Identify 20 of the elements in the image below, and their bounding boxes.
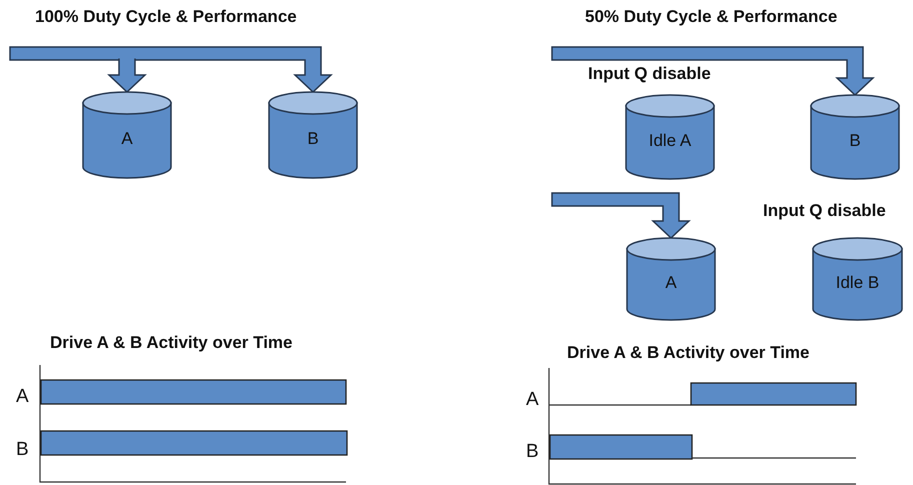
drive-label: A [664, 273, 678, 293]
status-note: Input Q disable [763, 201, 886, 221]
chart-title: Drive A & B Activity over Time [567, 343, 810, 363]
block-arrow [551, 192, 691, 240]
block-arrow [107, 58, 147, 94]
status-note: Input Q disable [588, 64, 711, 84]
section-title: 100% Duty Cycle & Performance [35, 7, 297, 27]
drive-label: B [848, 131, 862, 151]
drive-label: A [120, 129, 134, 149]
row-label: A [16, 386, 29, 408]
chart-title: Drive A & B Activity over Time [50, 333, 292, 353]
row-label: B [16, 439, 29, 461]
section-title: 50% Duty Cycle & Performance [585, 7, 838, 27]
drive-label: B [306, 129, 320, 149]
block-arrow [9, 46, 333, 94]
row-label: B [526, 441, 539, 463]
drive-label: Idle B [834, 273, 880, 293]
block-arrow [551, 46, 875, 96]
row-label: A [526, 389, 539, 411]
drive-label: Idle A [648, 131, 692, 151]
